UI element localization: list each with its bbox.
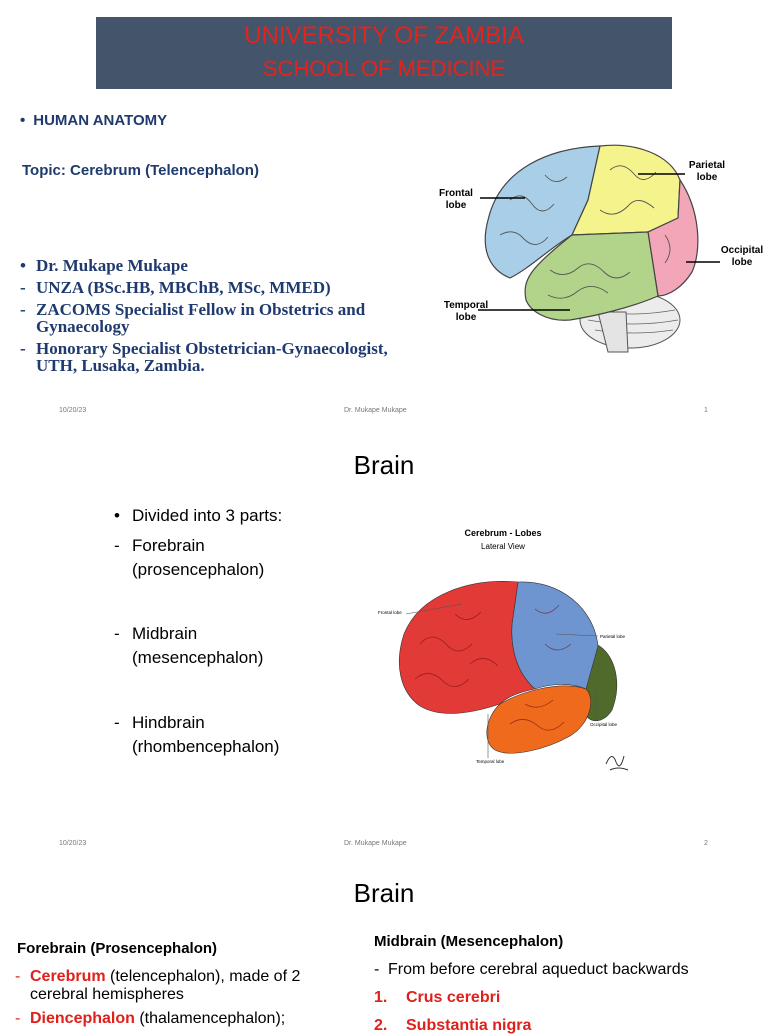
footer-page-number: 2 (704, 840, 708, 847)
list-text: Diencephalon (thalamencephalon); (30, 1010, 286, 1027)
slide-1: UNIVERSITY OF ZAMBIA SCHOOL OF MEDICINE … (0, 0, 768, 430)
slide-2: Brain •Divided into 3 parts: -Forebrain(… (0, 430, 768, 860)
credit-item: -ZACOMS Specialist Fellow in Obstetrics … (20, 301, 410, 335)
midbrain-heading: Midbrain (Mesencephalon) (374, 933, 564, 950)
list-mark: - (114, 536, 120, 555)
cerebrum-lobes-figure: Cerebrum - Lobes Lateral View Frontal lo… (378, 528, 629, 771)
frontal-lobe (398, 581, 536, 714)
frontal-lobe (484, 145, 601, 279)
list-mark: - (114, 624, 120, 643)
footer-date: 10/20/23 (59, 407, 87, 414)
list-item: -Forebrain(prosencephalon) (114, 534, 364, 582)
forebrain-heading: Forebrain (Prosencephalon) (17, 940, 218, 957)
list-text: Crus cerebri (406, 989, 501, 1006)
university-name: UNIVERSITY OF ZAMBIA (244, 22, 524, 49)
subject-bullet: • HUMAN ANATOMY (20, 112, 167, 129)
figure-subtitle: Lateral View (481, 542, 525, 551)
credit-item: -Honorary Specialist Obstetrician-Gynaec… (20, 340, 410, 374)
occipital-lobe (647, 178, 699, 297)
author-credits: •Dr. Mukape Mukape -UNZA (BSc.HB, MBChB,… (20, 257, 410, 379)
credit-text: UNZA (BSc.HB, MBChB, MSc, MMED) (36, 278, 331, 297)
brainstem (597, 311, 629, 353)
school-name: SCHOOL OF MEDICINE (262, 56, 506, 81)
credit-text: ZACOMS Specialist Fellow in Obstetrics a… (36, 300, 366, 336)
credit-item: • Dr. Mukape Mukape (20, 257, 410, 274)
brain-parts-list: •Divided into 3 parts: -Forebrain(prosen… (114, 504, 364, 759)
credit-mark: - (20, 339, 26, 358)
list-number: 2. (374, 1017, 388, 1034)
bullet-mark: • (20, 112, 26, 129)
list-number: 1. (374, 989, 388, 1006)
slide-title: Brain (353, 878, 415, 908)
list-mark: • (114, 506, 120, 525)
slide-footer: 10/20/23 Dr. Mukape Mukape 2 (0, 840, 768, 852)
list-item: -Midbrain(mesencephalon) (114, 622, 364, 670)
list-item: 2. Substantia nigra (374, 1017, 764, 1035)
artist-signature (605, 755, 629, 771)
list-text: Substantia nigra (406, 1017, 532, 1034)
list-mark: - (15, 968, 21, 985)
credit-mark: - (20, 300, 26, 319)
label-parietal: Parietal lobe (600, 634, 626, 639)
footer-date: 10/20/23 (59, 840, 87, 847)
credit-mark: • (20, 256, 26, 275)
list-text: Forebrain(prosencephalon) (132, 536, 265, 579)
topic-heading: Topic: Cerebrum (Telencephalon) (22, 162, 259, 179)
list-mark: - (15, 1010, 21, 1027)
label-occipital: Occipital lobe (590, 722, 618, 727)
list-item: • Divided into 3 parts: (114, 504, 364, 528)
credit-item: -UNZA (BSc.HB, MBChB, MSc, MMED) (20, 279, 410, 296)
list-item: - Diencephalon (thalamencephalon); (15, 1010, 360, 1028)
footer-author: Dr. Mukape Mukape (344, 840, 407, 847)
list-mark: - (114, 713, 120, 732)
label-temporal: Temporal lobe (476, 759, 505, 764)
list-mark: - (374, 961, 380, 978)
footer-author: Dr. Mukape Mukape (344, 407, 407, 414)
figure-title: Cerebrum - Lobes (464, 528, 541, 538)
list-item: 1. Crus cerebri (374, 989, 764, 1007)
credit-mark: - (20, 278, 26, 297)
slide-footer: 10/20/23 Dr. Mukape Mukape 1 (0, 407, 768, 419)
title-banner: UNIVERSITY OF ZAMBIA SCHOOL OF MEDICINE (96, 17, 672, 89)
list-text: From before cerebral aqueduct backwards (388, 961, 689, 978)
temporal-lobe (486, 685, 591, 754)
list-item: -Hindbrain(rhombencephalon) (114, 711, 364, 759)
list-text: Divided into 3 parts: (132, 506, 283, 525)
credit-text: Dr. Mukape Mukape (36, 256, 188, 275)
footer-page-number: 1 (704, 407, 708, 414)
label-frontal: Frontal lobe (378, 610, 402, 615)
slide-title: Brain (353, 450, 415, 480)
slide-3: Brain Forebrain (Prosencephalon) - Cereb… (0, 860, 768, 1034)
list-item: - From before cerebral aqueduct backward… (374, 961, 764, 979)
list-text: Hindbrain(rhombencephalon) (132, 713, 280, 756)
list-text: Midbrain(mesencephalon) (132, 624, 264, 667)
subject-text: HUMAN ANATOMY (33, 112, 168, 129)
credit-text: Honorary Specialist Obstetrician-Gynaeco… (36, 339, 388, 375)
